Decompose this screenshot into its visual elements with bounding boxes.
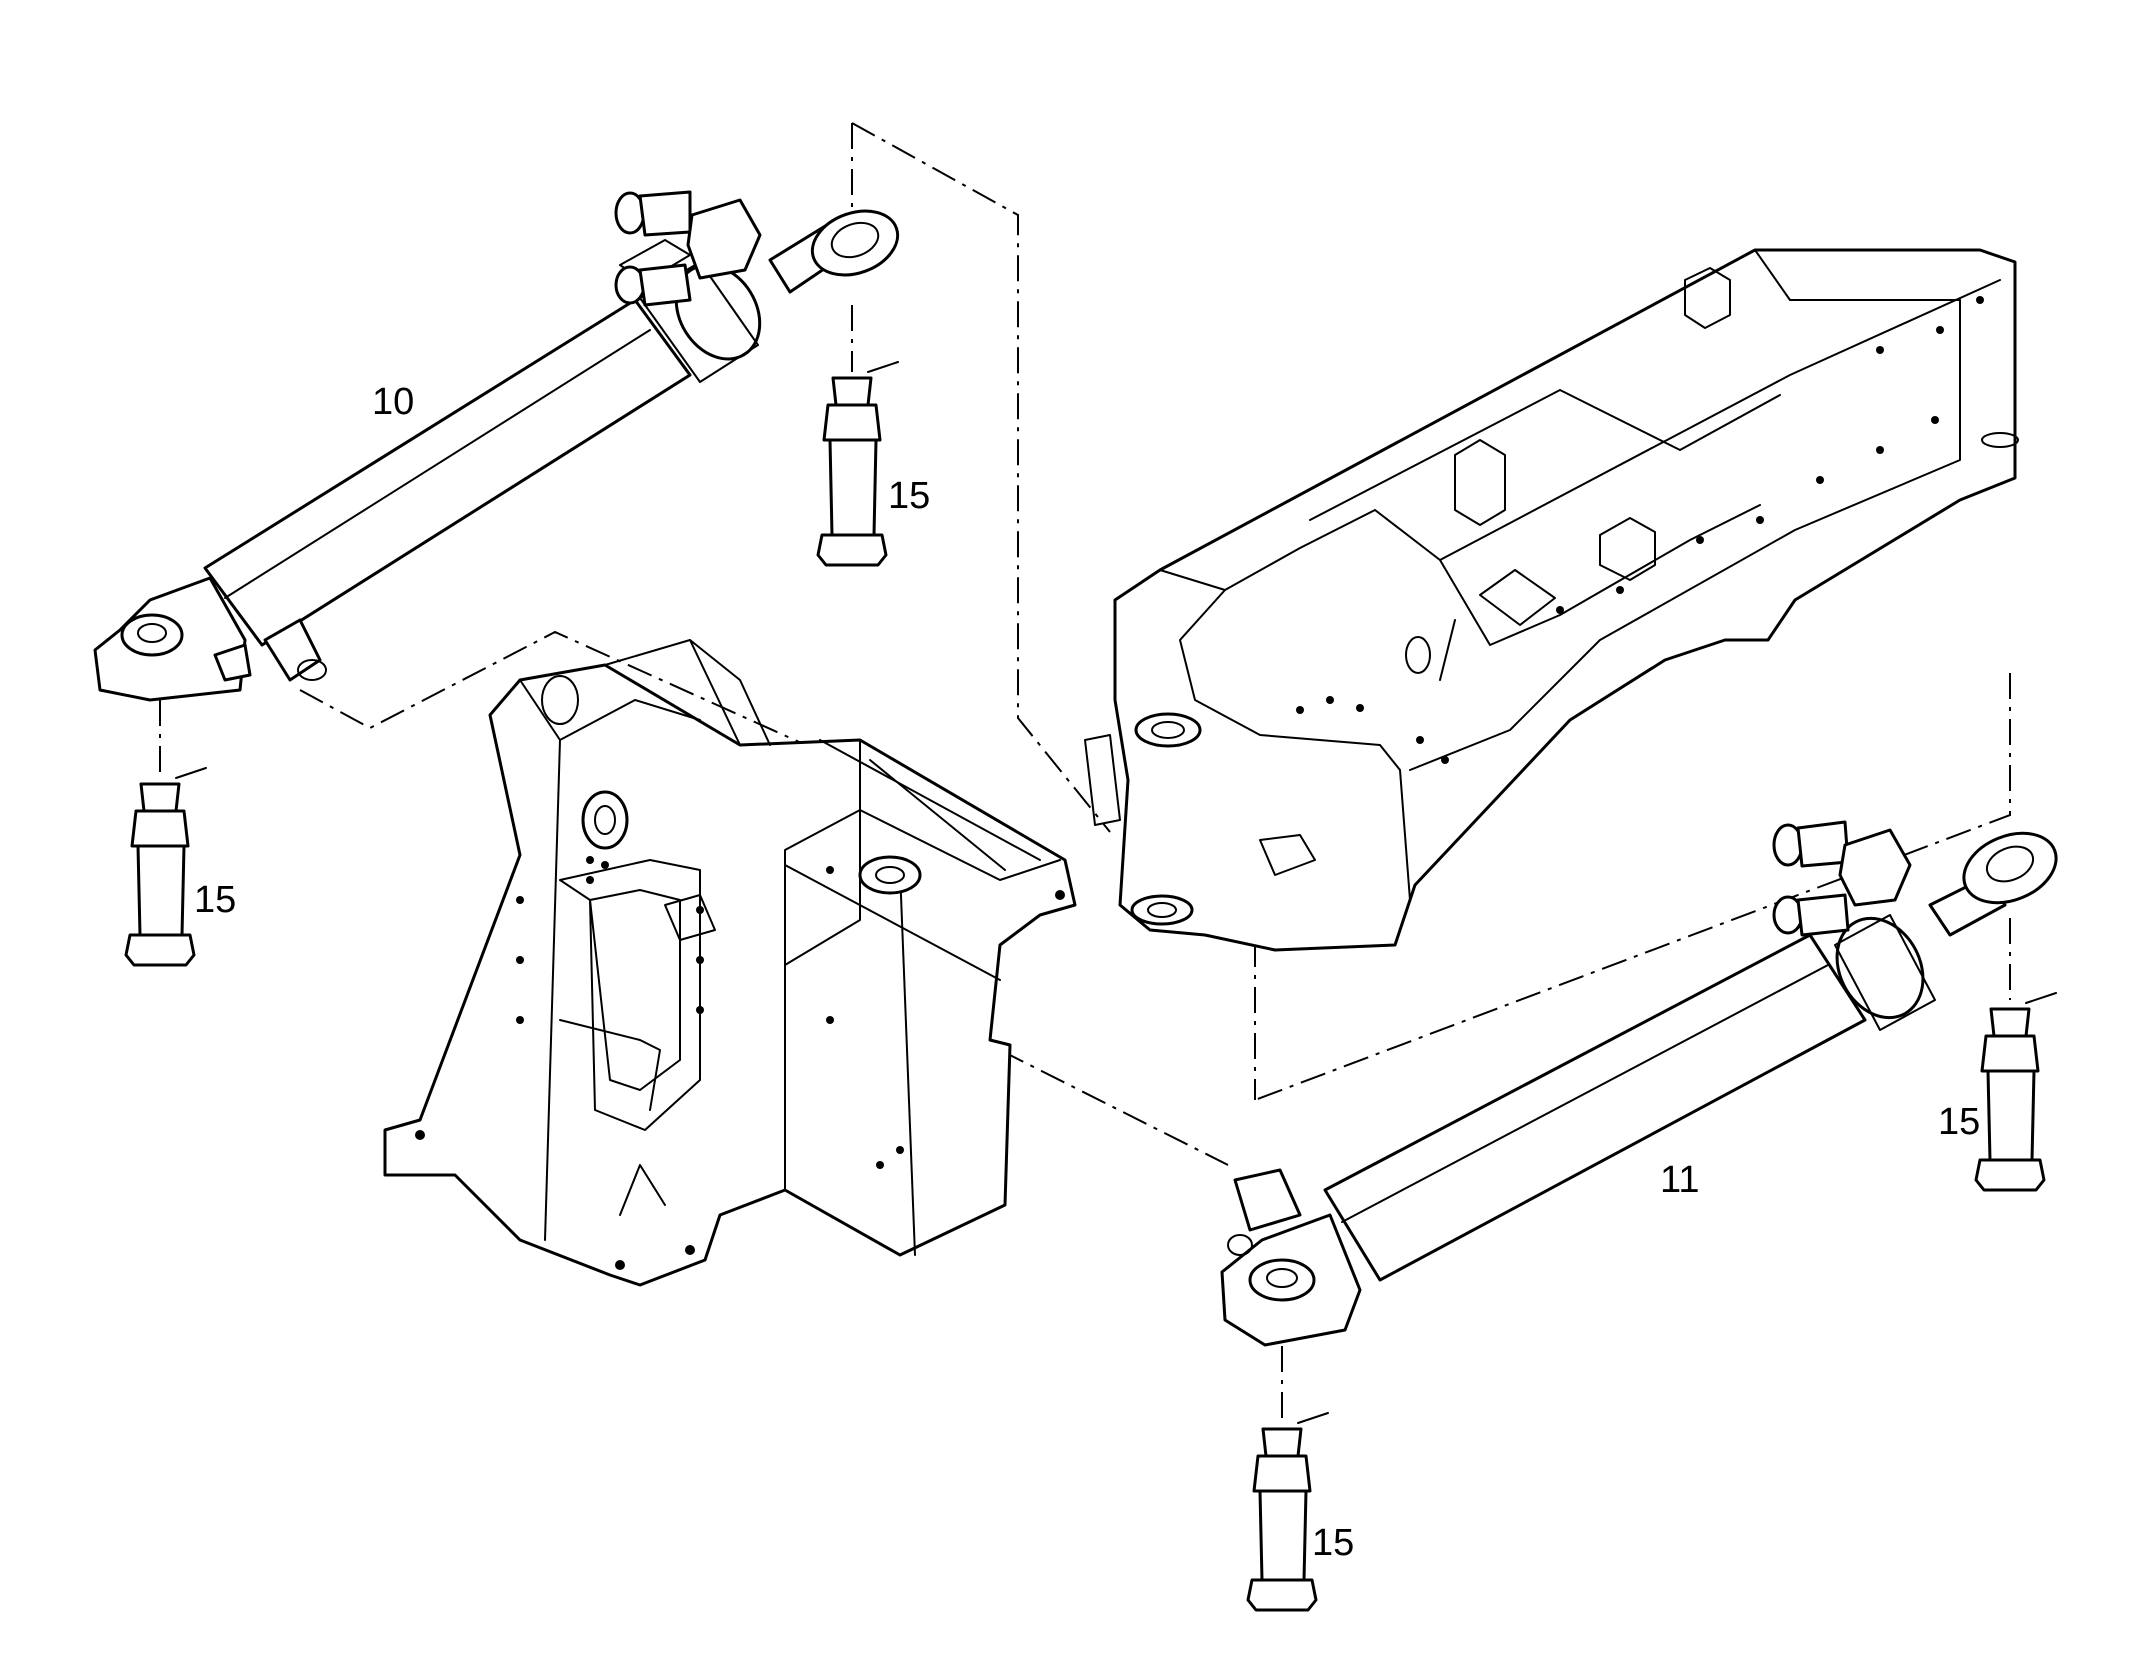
callout-pin-lower-base: 15: [1312, 1522, 1354, 1564]
callout-cylinder-lower: 11: [1660, 1159, 1699, 1201]
pivot-pin-upper-base: [124, 767, 207, 967]
callout-pin-upper-rod: 15: [888, 475, 930, 517]
callout-pin-lower-rod: 15: [1938, 1101, 1980, 1143]
rear-frame: [1084, 248, 2019, 952]
pivot-pin-upper-rod: [816, 361, 899, 567]
callout-cylinder-upper: 10: [372, 381, 414, 423]
cylinder-lower: [1220, 820, 2058, 1347]
front-frame: [383, 639, 1077, 1287]
pivot-pin-lower-rod: [1974, 992, 2057, 1192]
callout-pin-upper-base: 15: [194, 879, 236, 921]
cylinder-upper: [93, 190, 900, 702]
pivot-pin-lower-base: [1246, 1412, 1329, 1612]
